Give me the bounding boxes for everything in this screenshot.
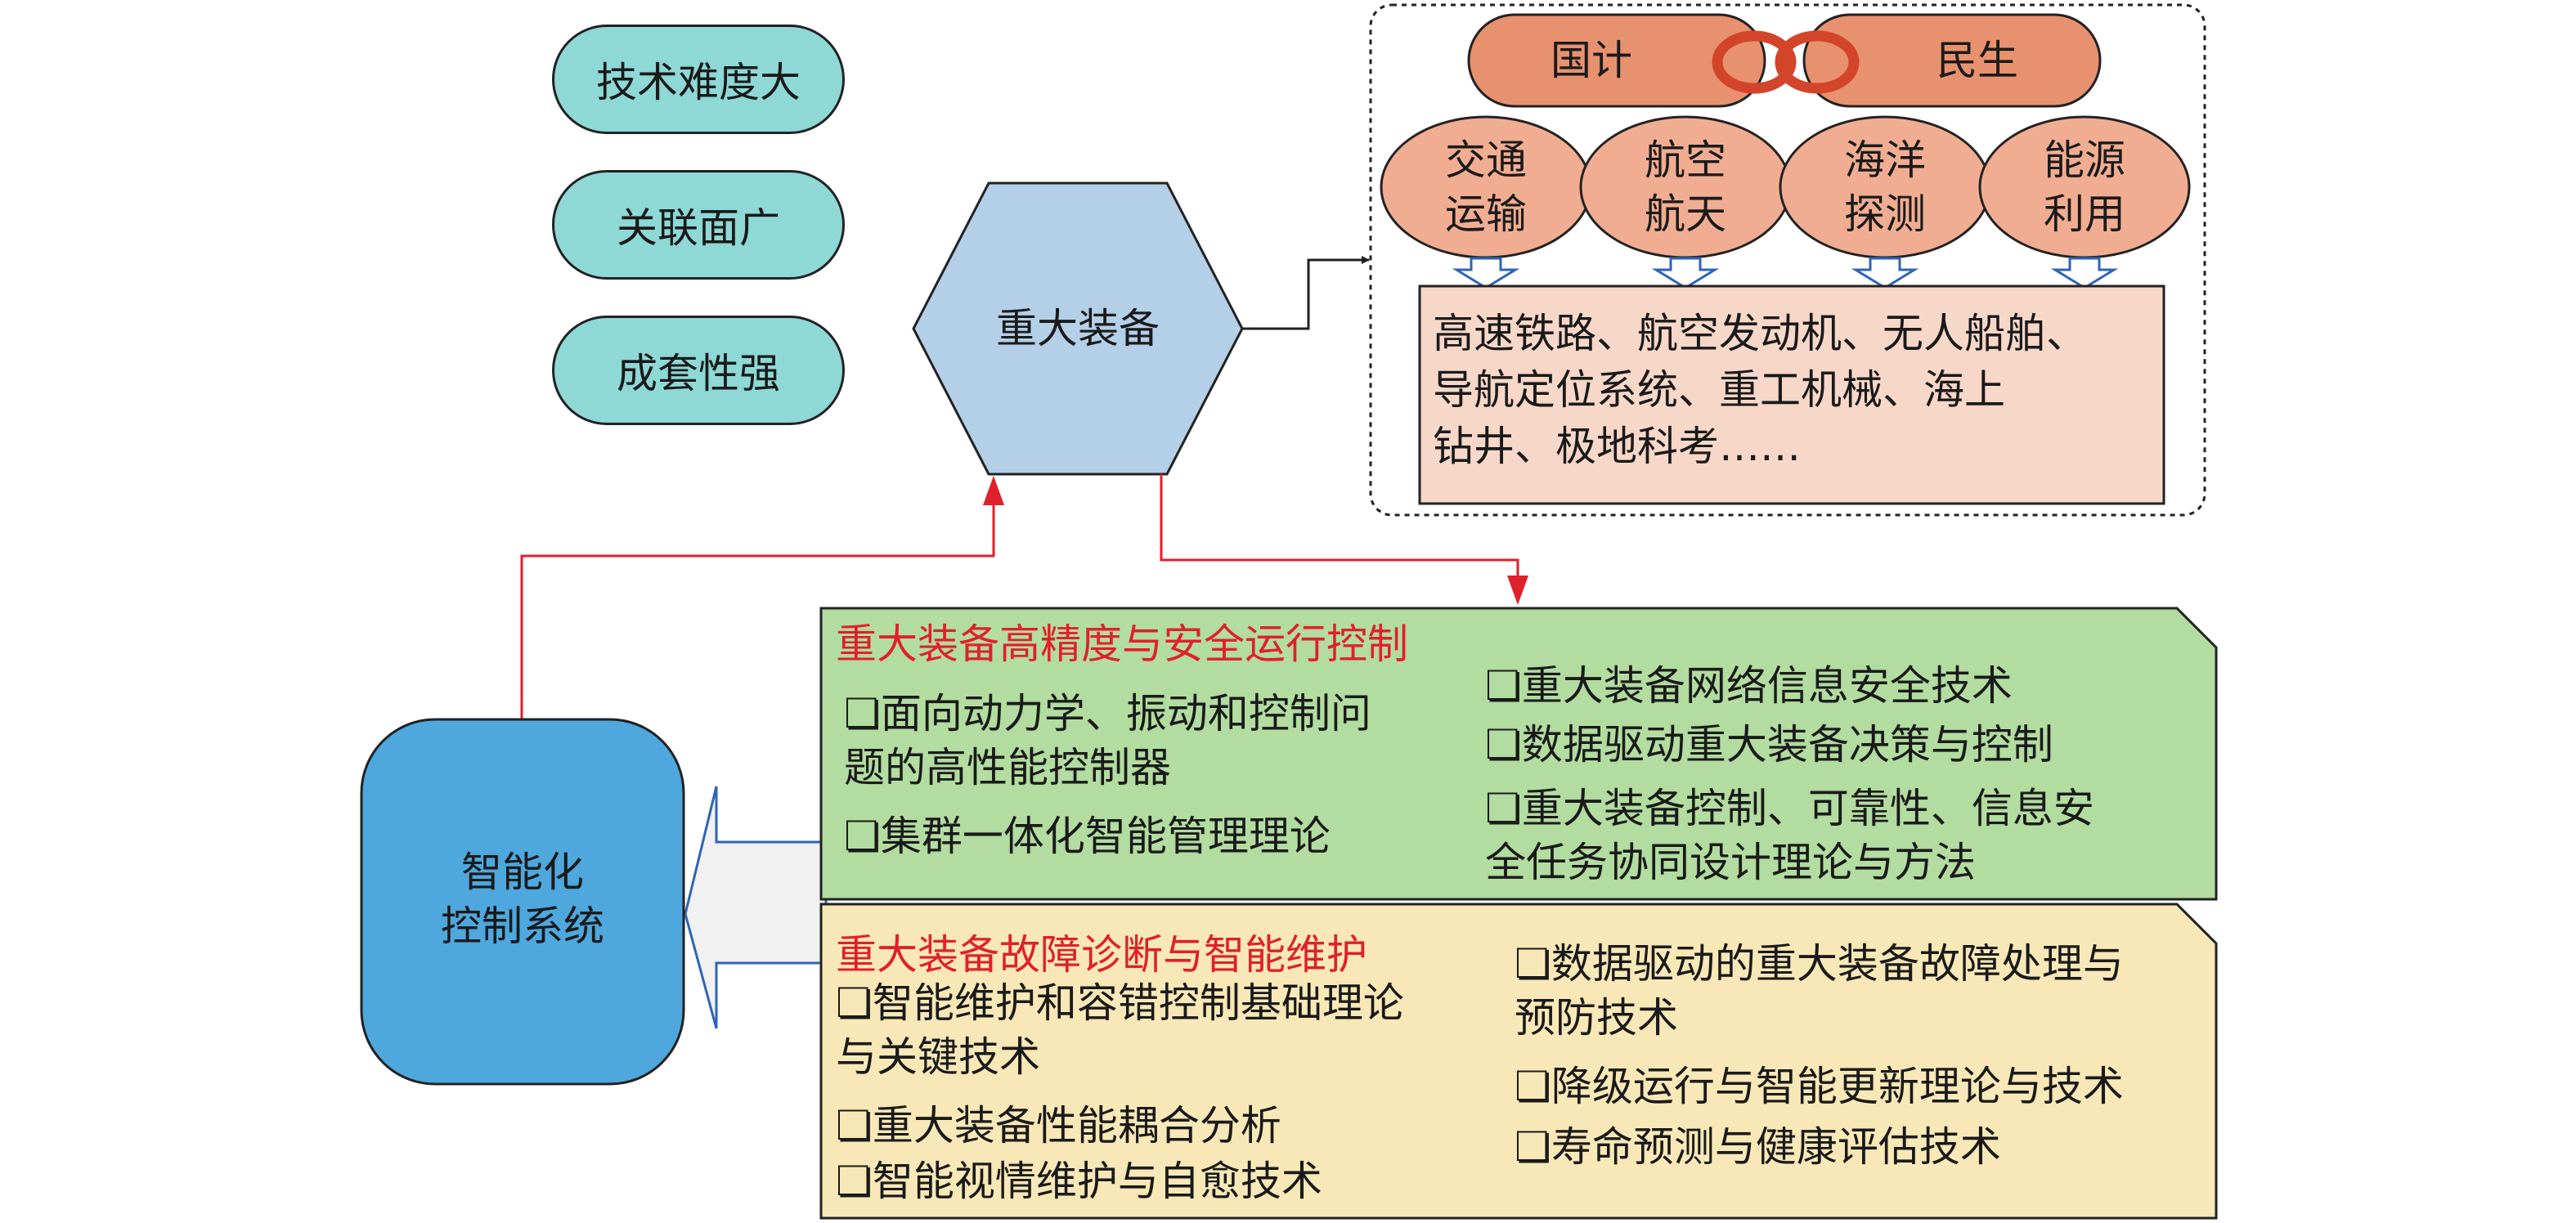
examples-text: 高速铁路、航空发动机、无人船舶、 导航定位系统、重工机械、海上 钻井、极地科考…… <box>1433 310 2087 470</box>
section-yellow-title: 重大装备故障诊断与智能维护 <box>836 931 1367 979</box>
yellow-left-item-3: ❏智能视情维护与自愈技术 <box>836 1158 1322 1205</box>
green-right-item-2: ❏数据驱动重大装备决策与控制 <box>1485 721 2053 768</box>
red-arrowhead-down <box>1507 576 1528 605</box>
application-area-frame <box>1369 3 2206 517</box>
green-left-item-1: ❏面向动力学、振动和控制问 题的高性能控制器 <box>844 690 1371 791</box>
green-right-item-3: ❏重大装备控制、可靠性、信息安 全任务协同设计理论与方法 <box>1485 785 2094 886</box>
examples-box-shape <box>1418 284 2165 505</box>
yellow-right-item-1: ❏数据驱动的重大装备故障处理与 预防技术 <box>1515 940 2124 1042</box>
red-arrowhead-up <box>983 476 1004 505</box>
green-right-item-1: ❏重大装备网络信息安全技术 <box>1485 662 2013 710</box>
domain-transport-label: 交通 运输 <box>1445 137 1527 238</box>
pill-national-label: 国计 <box>1551 37 1632 84</box>
pill-livelihood-shape <box>1802 13 2102 108</box>
infinity-link-icon <box>1712 30 1860 94</box>
connector-equipment-to-applications <box>1242 256 1370 330</box>
connector-control-to-equipment <box>520 503 995 719</box>
yellow-right-item-3: ❏寿命预测与健康评估技术 <box>1515 1123 2001 1171</box>
section-yellow-shape <box>819 903 2218 1220</box>
pill-livelihood-label: 民生 <box>1936 37 2018 84</box>
domain-energy-label: 能源 利用 <box>2044 137 2125 238</box>
green-left-item-2: ❏集群一体化智能管理理论 <box>844 813 1331 860</box>
down-arrow-icons <box>1452 257 2119 289</box>
trait-complete-set: 成套性强 <box>552 316 845 425</box>
section-green-shape <box>819 607 2218 901</box>
yellow-right-item-2: ❏降级运行与智能更新理论与技术 <box>1515 1063 2124 1110</box>
core-system-shape <box>360 718 685 1086</box>
connector-equipment-to-research <box>1160 474 1519 579</box>
domain-aerospace-label: 航空 航天 <box>1645 137 1726 238</box>
core-system-label: 智能化 控制系统 <box>441 849 604 950</box>
trait-wide-relevance: 关联面广 <box>552 170 845 280</box>
section-green-title: 重大装备高精度与安全运行控制 <box>836 620 1408 668</box>
big-left-arrow-shape <box>684 786 828 1029</box>
yellow-left-item-1: ❏智能维护和容错控制基础理论 与关键技术 <box>836 979 1404 1081</box>
domain-ocean-label: 海洋 探测 <box>1844 137 1926 238</box>
pill-national-shape <box>1467 13 1766 108</box>
trait-difficulty: 技术难度大 <box>552 25 845 134</box>
hexagon-label: 重大装备 <box>996 305 1160 352</box>
yellow-left-item-2: ❏重大装备性能耦合分析 <box>836 1102 1281 1149</box>
